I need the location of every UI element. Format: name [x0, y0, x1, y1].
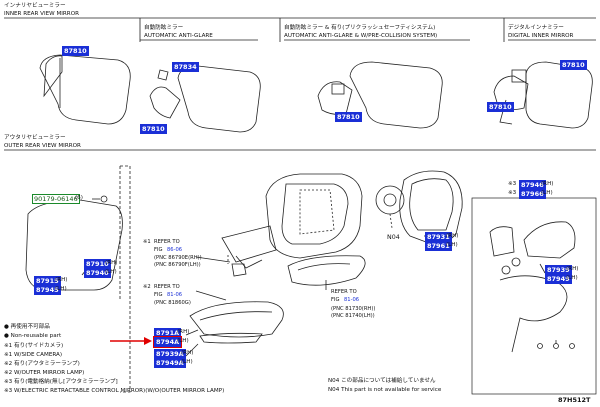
mirror-housing	[265, 173, 363, 259]
part-87810-d[interactable]: 87810	[560, 60, 587, 70]
ref3-pnc1: (PNC 81730(RH))	[331, 306, 376, 312]
column-digital-jp: デジタルインナミラー	[508, 25, 564, 31]
part-87949a[interactable]: 87949A	[154, 358, 186, 368]
inner-mirror-2	[177, 65, 261, 133]
column-precollision-jp: 自動防眩ミラー & 有り(プリクラッシュセーフティシステム)	[284, 25, 436, 31]
part-87961[interactable]: 87961	[425, 241, 452, 251]
outer-mirror-title-jp: アウタリヤビューミラー	[4, 135, 66, 141]
n04-label: N04	[387, 234, 400, 241]
right-mirror-glass	[399, 170, 463, 244]
part-87949[interactable]: 87949	[545, 274, 572, 284]
ref1-fig-link[interactable]: 86-06	[167, 247, 183, 253]
part-8794a-side: (LH)	[177, 338, 189, 344]
column-digital-en: DIGITAL INNER MIRROR	[508, 33, 574, 39]
mark3-b: ※3	[508, 190, 517, 196]
legend-3-jp: ※3 有り(電動格納(無し[アウタミラーランプ]	[4, 379, 118, 385]
legend-3-en: ※3 W/ELECTRIC RETRACTABLE CONTROL MIRROR…	[4, 388, 225, 394]
part-87931-side: (RH)	[446, 233, 459, 239]
highlight-arrow	[110, 337, 152, 345]
illustration-code: 87H512T	[558, 396, 591, 404]
ref1-pnc2: (PNC 86790F(LH))	[154, 262, 201, 268]
harness	[499, 275, 568, 353]
column-precollision-en: AUTOMATIC ANTI-GLARE & W/PRE-COLLISION S…	[284, 33, 438, 39]
inner-mirror-1	[39, 54, 131, 125]
part-87939a-side: (RH)	[181, 350, 194, 356]
mark3-a: ※3	[508, 181, 517, 187]
part-8794a[interactable]: 8794A	[152, 336, 183, 348]
ref1-label: REFER TO	[154, 239, 180, 245]
inner-mirror-title-jp: インナリヤビューミラー	[4, 3, 66, 9]
part-87910-side: (RH)	[105, 260, 118, 266]
ref2-pnc: (PNC 81860G)	[154, 300, 191, 306]
part-87961-side: (LH)	[446, 242, 458, 248]
part-87945-side: (LH)	[55, 286, 67, 292]
ref3-fig: FIG	[331, 297, 340, 303]
legend-1-jp: ※1 有り(サイドカメラ)	[4, 343, 64, 349]
outer-mirror-title-en: OUTER REAR VIEW MIRROR	[4, 143, 81, 149]
part-87966-side: (LH)	[541, 190, 553, 196]
lamp-lens	[287, 255, 366, 286]
lower-garnish	[199, 332, 263, 344]
part-87945[interactable]: 87945	[34, 285, 61, 295]
part-87940-side: (LH)	[105, 269, 117, 275]
inner-mirror-title-en: INNER REAR VIEW MIRROR	[4, 11, 79, 17]
legend-2-en: ※2 W/OUTER MIRROR LAMP)	[4, 370, 85, 376]
ref1-fig: FIG	[154, 247, 163, 253]
part-87949a-side: (LH)	[181, 359, 193, 365]
n04-note-jp: N04 この部品については補給していません	[328, 378, 436, 384]
ref1-pnc1: (PNC 86790E(RH))	[154, 255, 202, 261]
lower-cover	[189, 301, 284, 338]
bolt-qty: (6)	[75, 195, 83, 201]
ref2-mark: ※2	[143, 284, 151, 290]
part-87810-e[interactable]: 87810	[487, 102, 514, 112]
n04-note-en: N04 This part is not available for servi…	[328, 387, 442, 393]
part-87946-side: (RH)	[541, 181, 554, 187]
ref3-label: REFER TO	[331, 289, 357, 295]
ref2-fig: FIG	[154, 292, 163, 298]
part-87940[interactable]: 87940	[84, 268, 111, 278]
cover-rh	[523, 221, 576, 259]
legend-nonreusable-jp: ● 再使用不可部品	[4, 324, 50, 330]
inner-mirror-digital	[525, 61, 593, 129]
part-bolt-90179[interactable]: 90179-06146	[32, 194, 80, 204]
ref1-mark: ※1	[143, 239, 151, 245]
part-87949-side: (LH)	[566, 275, 578, 281]
part-87810-c[interactable]: 87810	[335, 112, 362, 122]
inner-mirror-3	[349, 61, 443, 129]
part-87810-a[interactable]: 87810	[62, 46, 89, 56]
ref3-fig-link[interactable]: 81-06	[344, 297, 360, 303]
part-87939-side: (RH)	[566, 266, 579, 272]
part-87810-b[interactable]: 87810	[140, 124, 167, 134]
part-8791a-side: (RH)	[177, 329, 190, 335]
column-auto-antiglare-en: AUTOMATIC ANTI-GLARE	[144, 33, 213, 39]
legend-nonreusable-en: ● Non-reusable part	[4, 333, 62, 339]
part-87966[interactable]: 87966	[519, 189, 546, 199]
legend-1-en: ※1 W/SIDE CAMERA)	[4, 352, 63, 358]
part-87834[interactable]: 87834	[172, 62, 199, 72]
legend-2-jp: ※2 有り(アウタミラーランプ)	[4, 361, 80, 367]
ref3-pnc2: (PNC 81740(LH))	[331, 313, 375, 319]
part-87915-side: (RH)	[55, 277, 68, 283]
column-auto-antiglare-jp: 自動防眩ミラー	[144, 25, 184, 31]
side-camera	[231, 263, 247, 277]
ref2-fig-link[interactable]: 81-06	[167, 292, 183, 298]
ref2-label: REFER TO	[154, 284, 180, 290]
